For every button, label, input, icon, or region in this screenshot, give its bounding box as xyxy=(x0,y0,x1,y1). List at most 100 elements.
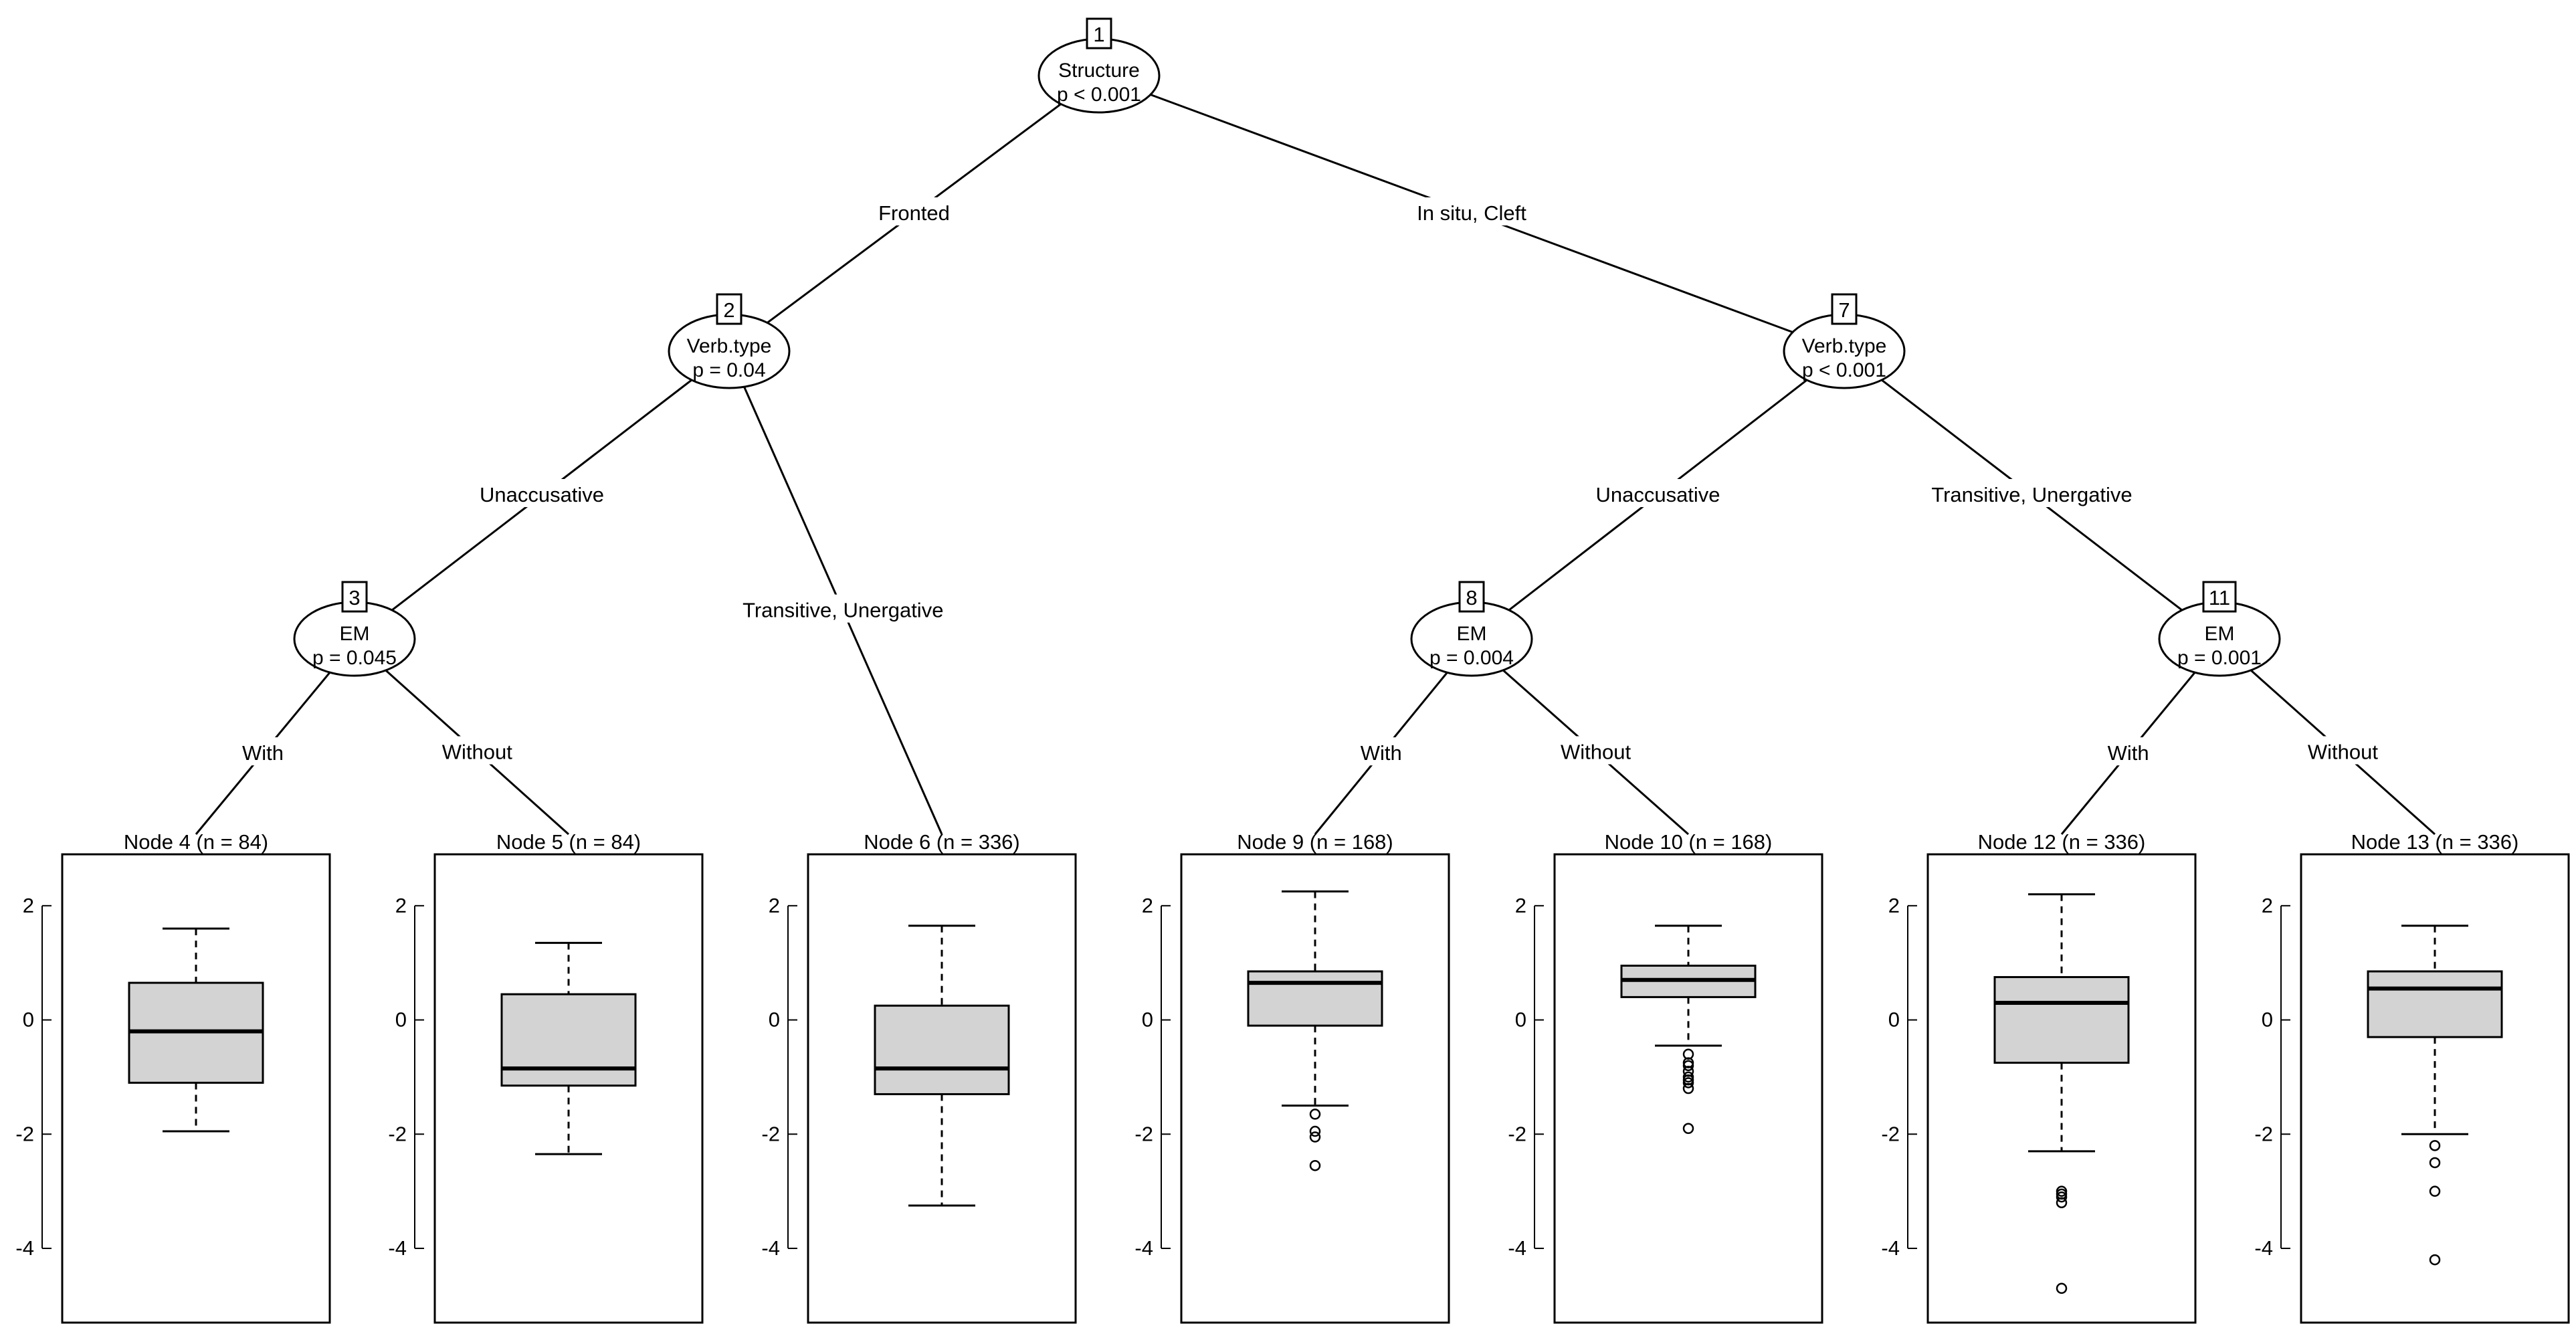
y-tick-label: 0 xyxy=(769,1008,780,1032)
y-tick-label: 2 xyxy=(395,894,407,917)
iqr-box xyxy=(1993,976,2130,1064)
terminal-title: Node 9 (n = 168) xyxy=(1237,830,1393,854)
outlier-point xyxy=(1309,1125,1321,1137)
outlier-point xyxy=(2429,1140,2441,1151)
y-tick-label: -2 xyxy=(1881,1122,1900,1145)
panel-frame xyxy=(807,853,1077,1324)
edge-label: With xyxy=(1361,741,1402,765)
edge-label: Unaccusative xyxy=(1595,483,1720,506)
iqr-box xyxy=(1247,970,1383,1027)
node-id-box xyxy=(716,293,742,325)
terminal-title: Node 10 (n = 168) xyxy=(1605,830,1773,854)
terminal-node-5: Node 5 (n = 84)20-2-4 xyxy=(388,830,704,1324)
node-id-box xyxy=(341,581,368,613)
edge-label: Without xyxy=(442,741,512,764)
outlier-point xyxy=(1309,1131,1321,1143)
edge-label: Unaccusative xyxy=(480,483,604,506)
terminal-title: Node 6 (n = 336) xyxy=(864,830,1020,854)
y-tick-label: 0 xyxy=(1515,1008,1526,1032)
y-tick-label: 2 xyxy=(2262,894,2273,917)
y-tick-label: -4 xyxy=(2254,1236,2273,1260)
y-tick-label: 0 xyxy=(395,1008,407,1032)
y-tick-label: 0 xyxy=(1142,1008,1153,1032)
y-tick-label: 2 xyxy=(769,894,780,917)
outlier-point xyxy=(1682,1077,1694,1088)
node-variable: EM xyxy=(1457,623,1487,645)
panel-frame xyxy=(61,853,331,1324)
node-id: 11 xyxy=(2209,586,2230,609)
iqr-box xyxy=(2367,970,2503,1038)
node-pvalue: p < 0.001 xyxy=(1057,84,1141,106)
node-id-box xyxy=(1831,293,1858,325)
outlier-point xyxy=(1682,1123,1694,1135)
y-tick-label: -2 xyxy=(761,1122,780,1145)
terminal-node-12: Node 12 (n = 336) 2 0 -2 -4 xyxy=(1881,830,2197,1324)
node-id: 1 xyxy=(1093,23,1104,46)
node-pvalue: p = 0.004 xyxy=(1429,647,1514,669)
panel-frame xyxy=(1926,853,2197,1324)
edge-label: Transitive, Unergative xyxy=(742,599,943,622)
edge-label: Transitive, Unergative xyxy=(1931,483,2132,506)
outlier-point xyxy=(2056,1197,2068,1208)
node-id-box xyxy=(1458,581,1485,613)
node-variable: EM xyxy=(340,623,370,645)
edge-label: Fronted xyxy=(878,201,950,225)
outlier-point xyxy=(1309,1159,1321,1171)
node-pvalue: p < 0.001 xyxy=(1802,359,1886,381)
panel-frame xyxy=(2300,853,2570,1324)
node-id-box xyxy=(2202,581,2237,613)
node-id: 3 xyxy=(349,586,360,609)
edge-label: Without xyxy=(1561,740,1631,763)
node-id: 2 xyxy=(723,298,734,322)
y-tick-label: 2 xyxy=(1888,894,1900,917)
edge-label: In situ, Cleft xyxy=(1417,201,1526,225)
outlier-point xyxy=(1682,1082,1694,1094)
outlier-point xyxy=(1682,1060,1694,1072)
terminal-node-10: Node 10 (n = 168)20-2-4 xyxy=(1508,830,1823,1324)
outlier-point xyxy=(2429,1185,2441,1197)
y-tick-label: -2 xyxy=(388,1122,407,1145)
node-variable: Structure xyxy=(1058,60,1140,82)
edge-label: Without xyxy=(2308,740,2378,763)
edge-label: With xyxy=(2108,741,2149,765)
y-tick-label: -4 xyxy=(1508,1236,1526,1260)
y-tick-label: 2 xyxy=(1515,894,1526,917)
terminal-title: Node 12 (n = 336) xyxy=(1978,830,2146,854)
panel-frame xyxy=(1553,853,1823,1324)
node-variable: EM xyxy=(2205,623,2235,645)
terminal-title: Node 4 (n = 84) xyxy=(124,830,268,854)
y-tick-label: 0 xyxy=(1888,1008,1900,1032)
node-pvalue: p = 0.04 xyxy=(692,359,765,381)
y-tick-label: 0 xyxy=(2262,1008,2273,1032)
node-id-box xyxy=(1086,17,1112,50)
terminal-node-9: Node 9 (n = 168)20-2-4 xyxy=(1134,830,1450,1324)
node-variable: Verb.type xyxy=(1802,335,1887,357)
y-tick-label: -4 xyxy=(1881,1236,1900,1260)
panel-frame xyxy=(1180,853,1450,1324)
node-pvalue: p = 0.045 xyxy=(312,647,397,669)
iqr-box xyxy=(500,993,637,1087)
y-tick-label: -2 xyxy=(1134,1122,1153,1145)
y-tick-label: 2 xyxy=(23,894,34,917)
y-tick-label: -4 xyxy=(761,1236,780,1260)
outlier-point xyxy=(1309,1109,1321,1120)
outlier-point xyxy=(2056,1282,2068,1295)
node-id: 8 xyxy=(1466,586,1477,609)
edge-label: With xyxy=(242,741,284,765)
panel-frame xyxy=(433,853,704,1324)
outlier-point xyxy=(2056,1191,2068,1203)
node-variable: Verb.type xyxy=(687,335,772,357)
y-tick-label: -4 xyxy=(388,1236,407,1260)
y-tick-label: 2 xyxy=(1142,894,1153,917)
terminal-node-4: Node 4 (n = 84)20-2-4 xyxy=(15,830,331,1324)
node-id: 7 xyxy=(1838,298,1850,322)
